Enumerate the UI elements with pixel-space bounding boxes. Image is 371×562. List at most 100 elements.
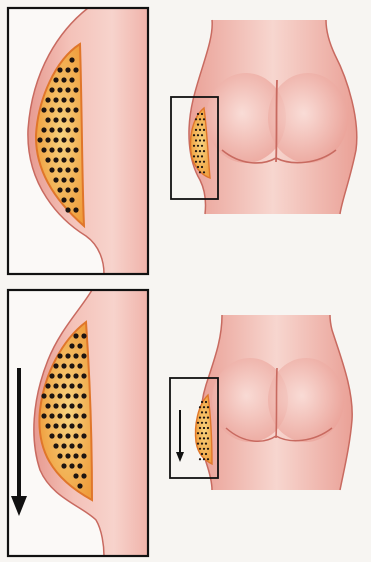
fat-dot [61,363,66,368]
fat-dot [41,127,46,132]
fat-dot [197,145,199,147]
fat-dot [207,406,209,408]
fat-dot [77,483,82,488]
fat-dot [77,343,82,348]
fat-dot [195,129,197,131]
fat-dot [53,97,58,102]
fat-dot [53,137,58,142]
fat-dot [201,145,203,147]
fat-dot [203,118,205,120]
fat-dot [65,147,70,152]
fat-dot [57,393,62,398]
fat-dot [203,171,205,173]
fat-dot [199,417,201,419]
fat-dot [57,107,62,112]
fat-dot [65,353,70,358]
fat-dot [45,157,50,162]
fat-dot [49,413,54,418]
fat-dot [201,411,203,413]
fat-dot [49,147,54,152]
fat-dot [201,432,203,434]
fat-dot [197,124,199,126]
fat-dot [45,423,50,428]
fat-dot [203,427,205,429]
fat-dot [73,413,78,418]
fat-dot [61,463,66,468]
fat-dot [69,463,74,468]
fat-dot [195,161,197,163]
fat-dot [57,127,62,132]
fat-dot [207,417,209,419]
fat-dot [61,383,66,388]
fat-dot [53,443,58,448]
fat-dot [69,443,74,448]
fat-dot [69,97,74,102]
fat-dot [65,167,70,172]
fat-dot [203,139,205,141]
fat-dot [49,127,54,132]
fat-dot [53,383,58,388]
fat-dot [199,161,201,163]
fat-dot [73,433,78,438]
fat-dot [193,134,195,136]
fat-dot [53,177,58,182]
fat-dot [53,363,58,368]
fat-dot [73,333,78,338]
fat-dot [81,433,86,438]
fat-dot [65,67,70,72]
fat-dot [195,118,197,120]
fat-dot [65,453,70,458]
fat-dot [197,422,199,424]
fat-dot [73,353,78,358]
fat-dot [69,137,74,142]
fat-dot [199,448,201,450]
fat-dot [49,393,54,398]
fat-dot [57,187,62,192]
fat-dot [197,155,199,157]
fat-dot [199,118,201,120]
fat-dot [69,197,74,202]
fat-dot [199,458,201,460]
fat-dot [69,117,74,122]
fat-dot [37,137,42,142]
fat-dot [193,145,195,147]
fat-dot [69,177,74,182]
fat-dot [73,207,78,212]
fat-dot [203,129,205,131]
fat-dot [207,427,209,429]
fat-dot [199,139,201,141]
fat-dot [201,401,203,403]
fat-dot [197,166,199,168]
fat-dot [77,363,82,368]
fat-dot [199,437,201,439]
fat-dot [203,437,205,439]
fat-dot [53,117,58,122]
fat-dot [73,393,78,398]
fat-dot [205,432,207,434]
fat-dot [61,197,66,202]
fat-dot [205,401,207,403]
fat-dot [65,187,70,192]
fat-dot [61,443,66,448]
fat-dot [41,147,46,152]
fat-dot [41,393,46,398]
fat-dot [57,147,62,152]
fat-dot [53,423,58,428]
fat-dot [49,87,54,92]
fat-dot [61,137,66,142]
fat-dot [205,453,207,455]
fat-dot [193,155,195,157]
fat-dot [49,433,54,438]
fat-dot [57,433,62,438]
fat-dot [205,411,207,413]
fat-dot [81,413,86,418]
fat-dot [201,443,203,445]
fat-dot [201,155,203,157]
fat-dot [199,129,201,131]
fat-dot [77,383,82,388]
bottom-body-view [170,315,352,490]
fat-dot [81,353,86,358]
fat-dot [197,134,199,136]
